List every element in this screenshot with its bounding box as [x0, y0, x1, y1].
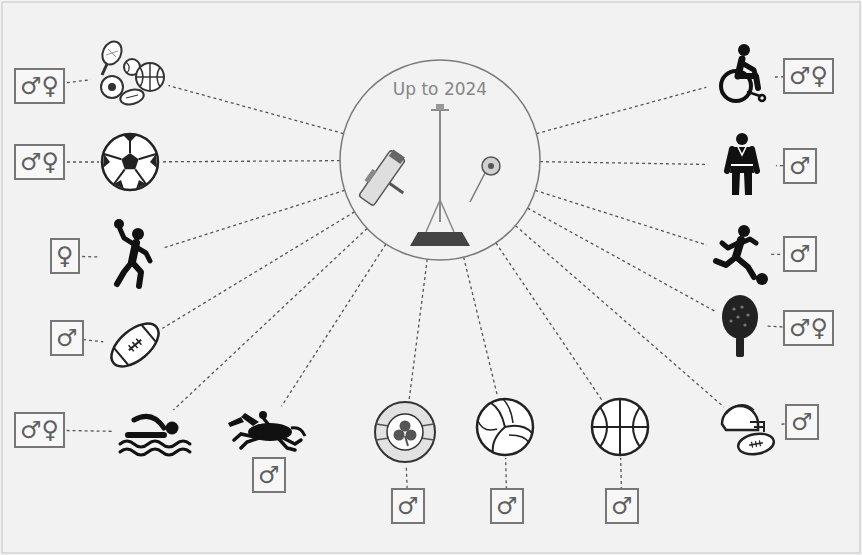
football-icon [103, 313, 167, 377]
basketball-icon [589, 396, 651, 458]
gender-box: ♂ [785, 404, 819, 440]
gender-symbol: ♂♀ [20, 146, 59, 178]
helmet-football-icon [716, 396, 780, 460]
equipment-circle: Up to 2024 [339, 59, 541, 261]
gender-symbol: ♂ [56, 322, 78, 354]
gender-box: ♂ [490, 488, 524, 524]
gender-symbol: ♂ [496, 490, 518, 522]
gender-symbol: ♂ [791, 406, 813, 438]
kicking-player-icon [705, 222, 771, 288]
circle-heading: Up to 2024 [393, 79, 487, 99]
gender-box: ♂♀ [783, 310, 834, 346]
gender-box: ♂♀ [783, 58, 834, 94]
swimmer-icon [112, 404, 190, 460]
judoka-icon [708, 131, 776, 199]
gender-box: ♂♀ [14, 144, 65, 180]
soccer-ball-icon [99, 131, 161, 193]
padel-racket-icon [714, 291, 766, 359]
equipment-illustration [355, 104, 500, 246]
gender-box: ♂ [605, 488, 639, 524]
gender-symbol: ♂ [397, 490, 419, 522]
gender-box: ♂ [391, 488, 425, 524]
gender-symbol: ♂ [789, 238, 811, 270]
gender-symbol: ♀ [56, 240, 74, 272]
handball-player-icon [98, 219, 166, 292]
gaelic-ball-icon [372, 399, 438, 465]
gender-box: ♂ [50, 320, 84, 356]
gender-box: ♂ [783, 236, 817, 272]
gender-box: ♂ [783, 148, 817, 184]
gender-box: ♂ [252, 457, 286, 493]
gender-box: ♀ [50, 238, 80, 274]
gender-symbol: ♂ [611, 490, 633, 522]
gender-symbol: ♂♀ [20, 414, 59, 446]
gender-symbol: ♂♀ [789, 312, 828, 344]
gender-box: ♂♀ [14, 68, 65, 104]
gender-box: ♂♀ [14, 412, 65, 448]
multi-sport-icon [90, 35, 170, 115]
gender-symbol: ♂ [258, 459, 280, 491]
gender-symbol: ♂ [789, 150, 811, 182]
gender-symbol: ♂♀ [789, 60, 828, 92]
circle-border [340, 60, 540, 260]
wheelchair-athlete-icon [705, 43, 775, 113]
gender-symbol: ♂♀ [20, 70, 59, 102]
volleyball-icon [474, 396, 536, 458]
horse-racing-icon [223, 404, 307, 460]
